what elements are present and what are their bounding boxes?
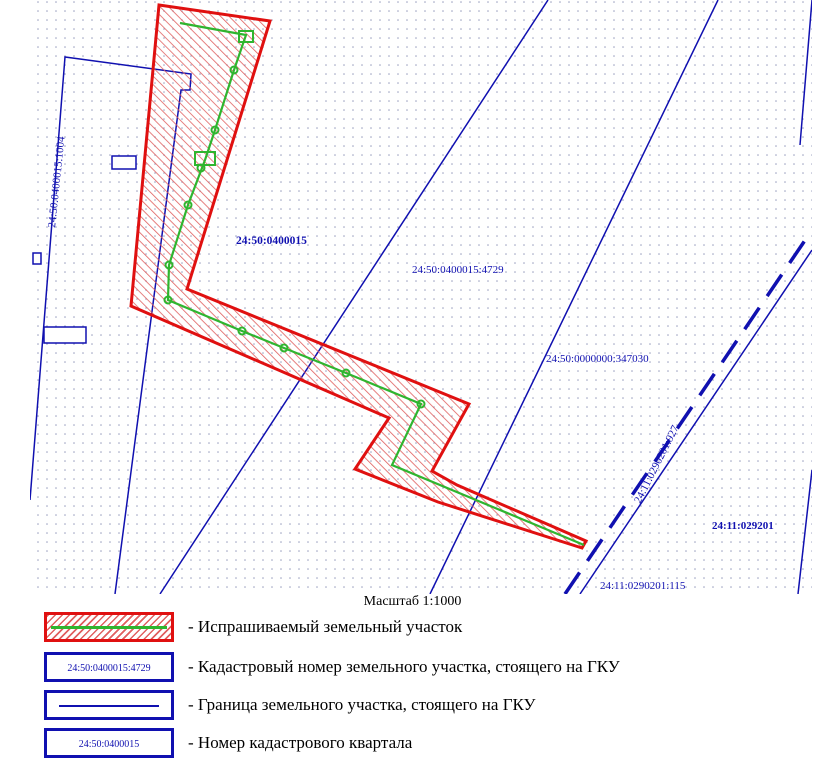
label-quarter-029201: 24:11:029201 <box>712 520 774 532</box>
legend-text-requested-parcel: - Испрашиваемый земельный участок <box>188 617 463 636</box>
small-building-3 <box>32 252 42 265</box>
legend-text-quarter-number: - Номер кадастрового квартала <box>188 733 413 752</box>
boundary-line-d <box>797 469 812 594</box>
label-parcel-347030: 24:50:0000000:347030 <box>546 353 649 365</box>
cadastral-map: 24:50:0400015 24:50:0400015:4729 24:50:0… <box>30 0 812 594</box>
label-quarter-main: 24:50:0400015 <box>236 235 307 247</box>
legend-swatch-boundary-line <box>44 690 174 720</box>
legend-row-boundary-line: - Граница земельного участка, стоящего н… <box>44 690 814 724</box>
scale-label: Масштаб 1:1000 <box>363 594 462 609</box>
label-parcel-115: 24:11:0290201:115 <box>600 580 686 592</box>
route-line <box>166 21 585 547</box>
label-parcel-4729: 24:50:0400015:4729 <box>412 264 504 276</box>
small-building-2 <box>43 326 87 344</box>
boundary-line-c <box>579 249 812 594</box>
legend-row-quarter-number: 24:50:0400015 - Номер кадастрового кварт… <box>44 728 814 762</box>
boundary-line-a <box>159 0 549 594</box>
legend-text-boundary-line: - Граница земельного участка, стоящего н… <box>188 695 536 714</box>
legend-sample-cadastral-number: 24:50:0400015:4729 <box>67 663 151 674</box>
small-building-1 <box>111 155 137 170</box>
boundary-line-e <box>799 0 812 146</box>
boundary-line-dashed <box>563 229 812 594</box>
requested-parcel <box>129 3 589 550</box>
legend-swatch-cadastral-number: 24:50:0400015:4729 <box>44 652 174 682</box>
route-nodes <box>163 30 426 409</box>
legend-row-cadastral-number: 24:50:0400015:4729 - Кадастровый номер з… <box>44 652 814 686</box>
legend-row-requested-parcel: - Испрашиваемый земельный участок <box>44 612 814 646</box>
legend-swatch-requested-parcel <box>44 612 174 642</box>
legend-sample-quarter-number: 24:50:0400015 <box>78 739 140 750</box>
legend-swatch-quarter-number: 24:50:0400015 <box>44 728 174 758</box>
legend-text-cadastral-number: - Кадастровый номер земельного участка, … <box>188 657 620 676</box>
